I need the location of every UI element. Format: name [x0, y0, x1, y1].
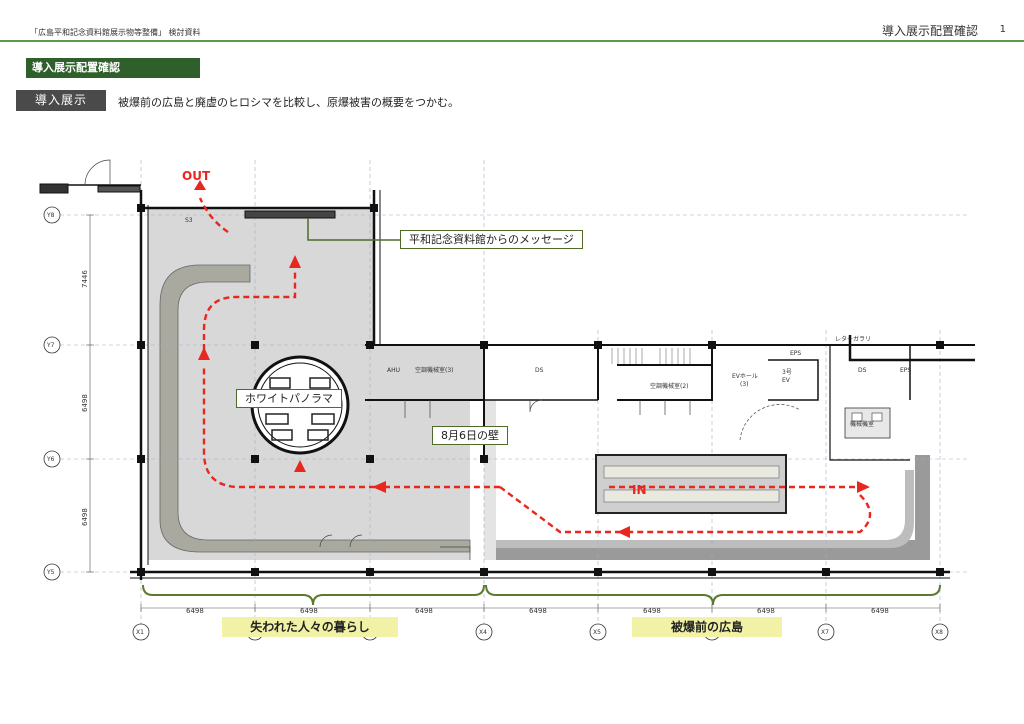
door-swings	[84, 159, 801, 560]
room-label-eps-2: EPS	[900, 367, 911, 374]
grid-label-y8: Y8	[46, 212, 55, 219]
dim-x3-x4: 6498	[415, 607, 433, 615]
dim-x7-x8: 6498	[871, 607, 889, 615]
callout-leaders	[307, 218, 400, 241]
dim-x4-x5: 6498	[529, 607, 547, 615]
room-label-ev3b: EV	[782, 377, 791, 384]
grid-label-x8: X8	[935, 629, 943, 636]
flow-in-label: IN	[632, 483, 647, 497]
room-label-ac2: 空調機械室(2)	[650, 382, 689, 390]
dim-x2-x3: 6498	[300, 607, 318, 615]
escalator	[595, 454, 787, 514]
grid-label-x5: X5	[593, 629, 601, 636]
room-label-ev-hall-num: (3)	[740, 381, 749, 388]
room-labels: AHU 空調機械室(3) DS 空調機械室(2) EVホール (3) 3号 EV…	[185, 217, 911, 428]
page-title: 導入展示配置確認	[881, 24, 978, 38]
dim-x5-x6: 6498	[643, 607, 661, 615]
dim-x1-x2: 6498	[186, 607, 204, 615]
room-label-ds-2: DS	[858, 367, 867, 374]
columns	[137, 204, 944, 576]
walls	[39, 183, 975, 580]
room-label-eps-1: EPS	[790, 350, 801, 357]
intro-description: 被爆前の広島と廃虚のヒロシマを比較し、原爆被害の概要をつかむ。	[118, 96, 459, 109]
grid-label-x7: X7	[821, 629, 829, 636]
flow-arrowheads	[194, 180, 870, 538]
room-label-ev3: 3号	[782, 369, 792, 376]
grid-label-x4: X4	[479, 629, 487, 636]
grid-label-y5: Y5	[46, 569, 55, 576]
room-label-ev-hall: EVホール	[732, 373, 758, 380]
grid-label-y6: Y6	[46, 456, 55, 463]
dimension-labels: 7446 6498 6498 6498 6498 6498 6498 6498 …	[81, 270, 889, 615]
dim-y8-y7: 7446	[81, 270, 89, 288]
zone-label-pre-bomb: 被爆前の広島	[632, 617, 782, 637]
callout-panorama: ホワイトパノラマ	[236, 389, 342, 408]
message-panel	[244, 210, 336, 219]
callout-message: 平和記念資料館からのメッセージ	[400, 230, 583, 249]
page-number: 1	[999, 24, 1006, 35]
room-label-ac3: 空調機械室(3)	[415, 366, 454, 374]
machine-room	[844, 407, 891, 439]
flow-out-label: OUT	[182, 169, 211, 183]
section-badge: 導入展示配置確認	[26, 58, 200, 78]
dim-y6-y5: 6498	[81, 508, 89, 526]
grid-label-x1: X1	[136, 629, 144, 636]
room-label-machine: 機械機室	[850, 420, 874, 428]
dimension-lines	[86, 214, 941, 612]
callout-wall: 8月6日の壁	[432, 426, 508, 445]
stairs	[611, 348, 691, 364]
zone-braces	[142, 584, 941, 606]
dim-y7-y6: 6498	[81, 394, 89, 412]
room-label-ahu: AHU	[387, 367, 400, 374]
room-label-rail: レターガラリ	[835, 335, 871, 343]
document-title: 「広島平和記念資料館展示物等整備」 検討資料	[30, 28, 201, 37]
intro-label: 導入展示	[16, 90, 106, 111]
grid-label-y7: Y7	[46, 342, 55, 349]
zone-label-lost-lives: 失われた人々の暮らし	[222, 617, 398, 637]
dim-x6-x7: 6498	[757, 607, 775, 615]
room-label-s3: S3	[185, 217, 193, 224]
header-divider	[0, 40, 1024, 42]
room-label-ds: DS	[535, 367, 544, 374]
visitor-flow	[198, 197, 872, 534]
